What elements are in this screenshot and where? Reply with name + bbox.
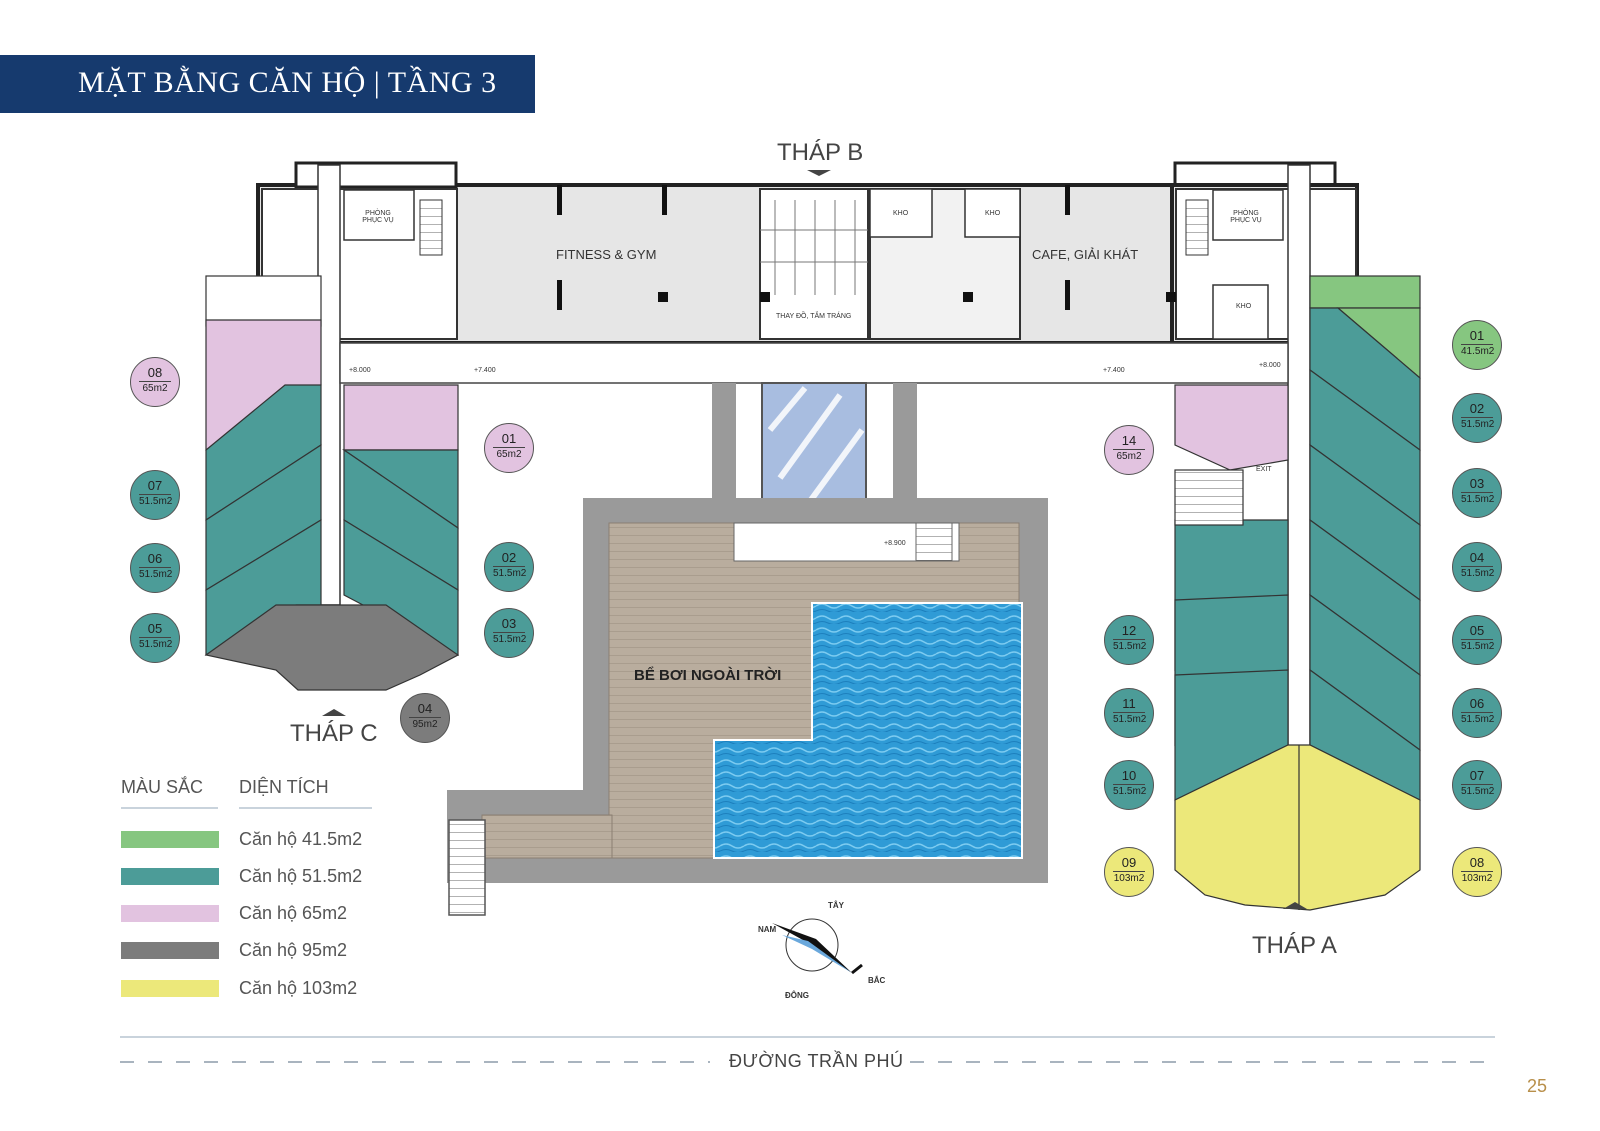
tower-a-label: THÁP A xyxy=(1252,932,1337,959)
level-marker: +7.400 xyxy=(474,367,496,374)
legend-label: Căn hộ 65m2 xyxy=(239,903,348,923)
legend-swatch xyxy=(121,905,219,922)
service-room-label: PHÒNG PHỤC VỤ xyxy=(362,210,394,224)
pool-label: BỂ BƠI NGOÀI TRỜI xyxy=(634,667,782,684)
title-banner xyxy=(0,55,535,113)
cafe-label: CAFE, GIẢI KHÁT xyxy=(1032,247,1139,262)
legend-divider xyxy=(121,807,218,809)
storage-label: KHO xyxy=(1236,303,1252,310)
storage-label: KHO xyxy=(893,210,909,217)
pool-water xyxy=(713,602,1023,859)
legend-color-header: MÀU SẮC xyxy=(121,777,204,797)
compass-north: BẮC xyxy=(868,976,886,985)
fitness-gym-label: FITNESS & GYM xyxy=(556,247,657,262)
tower-a-block xyxy=(1174,275,1421,911)
level-marker: +8.000 xyxy=(349,367,371,374)
legend-swatch xyxy=(121,980,219,997)
legend-divider xyxy=(239,807,372,809)
compass-west: TÂY xyxy=(828,901,844,910)
exit-label: EXIT xyxy=(1256,466,1272,473)
legend-label: Căn hộ 95m2 xyxy=(239,940,348,960)
page-number: 25 xyxy=(1527,1076,1548,1096)
legend-area-header: DIỆN TÍCH xyxy=(239,777,329,797)
tower-c-label: THÁP C xyxy=(290,720,378,747)
tower-c-block xyxy=(204,275,460,691)
legend-swatch xyxy=(121,831,219,848)
legend-swatch xyxy=(121,942,219,959)
level-marker: +8.000 xyxy=(1259,362,1281,369)
page-title: MẶT BẰNG CĂN HỘ | TẦNG 3 xyxy=(78,66,497,99)
compass-east: ĐÔNG xyxy=(785,991,809,1000)
legend-swatch xyxy=(121,868,219,885)
legend-label: Căn hộ 51.5m2 xyxy=(239,866,363,886)
legend-label: Căn hộ 41.5m2 xyxy=(239,829,363,849)
service-room-label: PHÒNG PHỤC VỤ xyxy=(1230,210,1262,224)
tower-b-label: THÁP B xyxy=(777,139,864,166)
changing-room-label: THAY ĐỒ, TẮM TRÁNG xyxy=(776,313,852,320)
road-label: ĐƯỜNG TRẦN PHÚ xyxy=(729,1051,904,1071)
compass-rose xyxy=(772,918,863,975)
compass-south: NAM xyxy=(758,925,777,934)
level-marker: +8.900 xyxy=(884,540,906,547)
storage-label: KHO xyxy=(985,210,1001,217)
legend-label: Căn hộ 103m2 xyxy=(239,978,358,998)
level-marker: +7.400 xyxy=(1103,367,1125,374)
